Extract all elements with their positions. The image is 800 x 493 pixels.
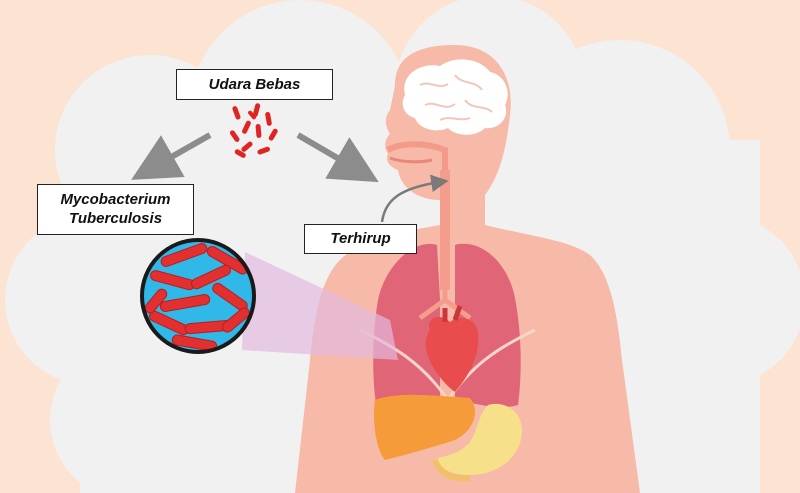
magnifier-projection: [242, 252, 398, 360]
label-bacterium-line2: Tuberculosis: [68, 210, 163, 227]
heart-icon: [425, 305, 479, 392]
bacteria-icon: [229, 103, 278, 158]
bacteria-cluster: [144, 243, 250, 352]
liver-icon: [374, 394, 475, 460]
magnifier-icon: [140, 238, 256, 354]
label-bacterium: Mycobacterium Tuberculosis: [37, 184, 194, 235]
label-inhaled: Terhirup: [304, 224, 417, 254]
label-bacterium-line1: Mycobacterium: [60, 191, 171, 208]
arrow-icon: [131, 132, 449, 223]
brain-icon: [402, 59, 508, 135]
label-airborne: Udara Bebas: [176, 69, 333, 100]
stomach-icon: [438, 403, 522, 475]
lungs-icon: [373, 243, 521, 408]
